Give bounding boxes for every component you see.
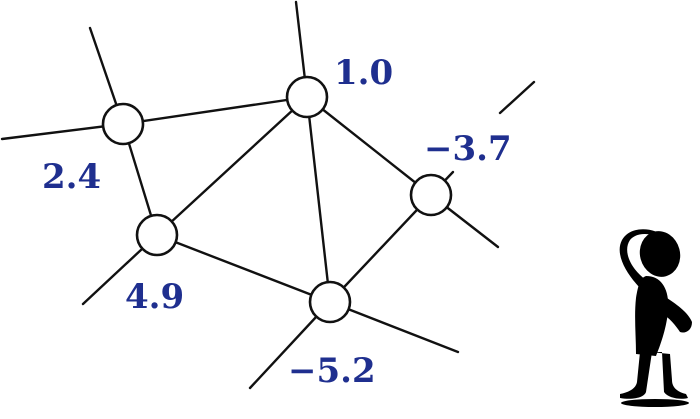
node-lower-left bbox=[135, 213, 179, 257]
figure-body bbox=[635, 276, 669, 356]
edge-right-bottom bbox=[328, 193, 433, 304]
edge-far-segment bbox=[498, 80, 536, 115]
edge-lowerleft-bottom bbox=[155, 233, 332, 304]
node-upper-left-value: 2.4 bbox=[42, 157, 101, 197]
edge-top-right bbox=[305, 95, 433, 197]
node-right bbox=[409, 173, 453, 217]
node-top-value: 1.0 bbox=[334, 53, 393, 93]
node-right-value: −3.7 bbox=[424, 129, 512, 169]
node-bottom bbox=[308, 280, 352, 324]
node-top bbox=[285, 75, 329, 119]
node-bottom-value: −5.2 bbox=[288, 351, 376, 391]
graph-nodes bbox=[101, 75, 453, 324]
thinking-person-icon bbox=[619, 229, 692, 407]
figure-shadow bbox=[621, 399, 689, 407]
node-labels: 1.0 2.4 4.9 −3.7 −5.2 bbox=[42, 53, 512, 391]
figure-right-leg bbox=[650, 352, 688, 399]
edge-top-lowerleft bbox=[155, 95, 309, 237]
edge-bottom-right bbox=[328, 300, 460, 354]
edge-upperleft-top bbox=[121, 95, 309, 126]
node-upper-left bbox=[101, 102, 145, 146]
figure-left-leg bbox=[620, 352, 652, 399]
figure-side-arm bbox=[660, 296, 692, 333]
figure-raised-arm bbox=[619, 229, 668, 290]
edge-top-bottom bbox=[305, 95, 332, 304]
node-lower-left-value: 4.9 bbox=[125, 277, 184, 317]
figure-head bbox=[639, 231, 681, 277]
